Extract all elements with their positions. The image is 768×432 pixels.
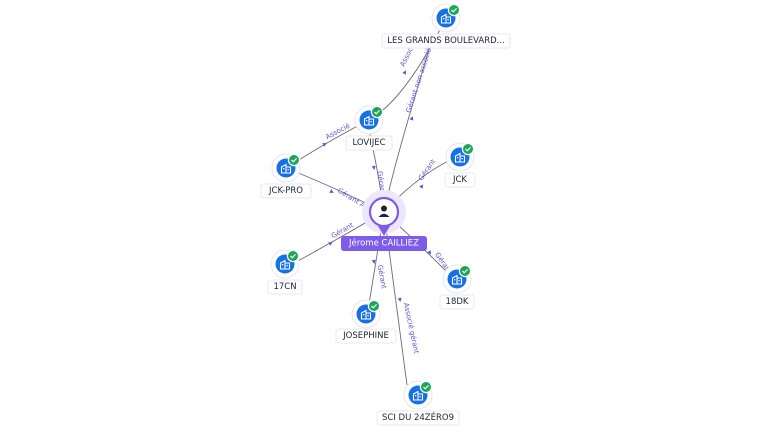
pin-pointer (378, 226, 390, 236)
node-label: LES GRANDS BOULEVARD... (387, 36, 505, 46)
node-label: JCK-PRO (268, 186, 303, 196)
edge-label: Associé gérant (402, 302, 421, 355)
company-node-lgb[interactable]: LES GRANDS BOULEVARD... (381, 3, 511, 49)
node-label: JOSEPHINE (342, 331, 389, 341)
edge-arrow (322, 143, 327, 147)
company-node-josephine[interactable]: JOSEPHINE (335, 299, 397, 344)
verified-check-icon (367, 299, 381, 313)
node-label-box (267, 279, 303, 295)
edge-arrow (409, 116, 414, 121)
person-icon (378, 205, 390, 217)
company-node-jckpro[interactable]: JCK-PRO (260, 153, 312, 199)
verified-check-icon (419, 380, 433, 394)
building-icon (363, 115, 375, 126)
building-icon (280, 163, 292, 174)
node-label: JCK (452, 175, 467, 185)
edge-arrow (397, 297, 402, 302)
edge-label: Gérant (376, 171, 387, 196)
verified-check-icon (461, 142, 475, 156)
edge-label: Gérant (376, 264, 388, 289)
node-label-box (381, 33, 511, 49)
company-node-sci[interactable]: SCI DU 24ZÉRO9 (376, 380, 460, 426)
edge-arrow (419, 184, 424, 189)
verified-check-icon (370, 105, 384, 119)
node-label-box (444, 172, 476, 188)
edge-arrow (371, 259, 376, 264)
building-icon (440, 13, 452, 24)
verified-check-icon (287, 153, 301, 167)
edge-arrow (371, 165, 376, 170)
building-icon (454, 152, 466, 163)
company-node-jck[interactable]: JCK (444, 142, 476, 188)
center-ring (368, 196, 400, 228)
center-label-box (341, 236, 427, 251)
building-icon (360, 309, 372, 320)
verified-check-icon (458, 264, 472, 278)
verified-check-icon (286, 249, 300, 263)
building-icon (451, 274, 463, 285)
edge-arrow (329, 189, 334, 194)
node-label-box (376, 410, 460, 426)
edge-arrow (427, 250, 432, 255)
node-label-box (335, 328, 397, 344)
building-icon (279, 259, 291, 270)
building-icon (412, 390, 424, 401)
nodes-layer: LES GRANDS BOULEVARD... LOVIJEC JCK-PRO JCK… (260, 3, 511, 426)
center-person-node[interactable]: Jérome CAILLIEZ (341, 190, 427, 251)
edge-arrow (402, 70, 406, 75)
center-label: Jérome CAILLIEZ (348, 238, 419, 249)
edge-center-lgb: Gérant non associé (383, 39, 433, 213)
company-node-lovijec[interactable]: LOVIJEC (345, 105, 393, 151)
edge-label: Gérant (417, 158, 438, 183)
node-label-box (345, 135, 393, 151)
company-node-17cn[interactable]: 17CN (267, 249, 303, 295)
node-label-box (439, 294, 475, 310)
verified-check-icon (447, 3, 461, 17)
node-label: 18DK (446, 297, 469, 307)
edge-arrow (328, 242, 333, 246)
node-label: LOVIJEC (352, 138, 385, 148)
company-node-18dk[interactable]: 18DK (439, 264, 475, 310)
node-label: SCI DU 24ZÉRO9 (382, 411, 454, 423)
node-label: 17CN (273, 282, 296, 292)
node-label-box (260, 183, 312, 199)
